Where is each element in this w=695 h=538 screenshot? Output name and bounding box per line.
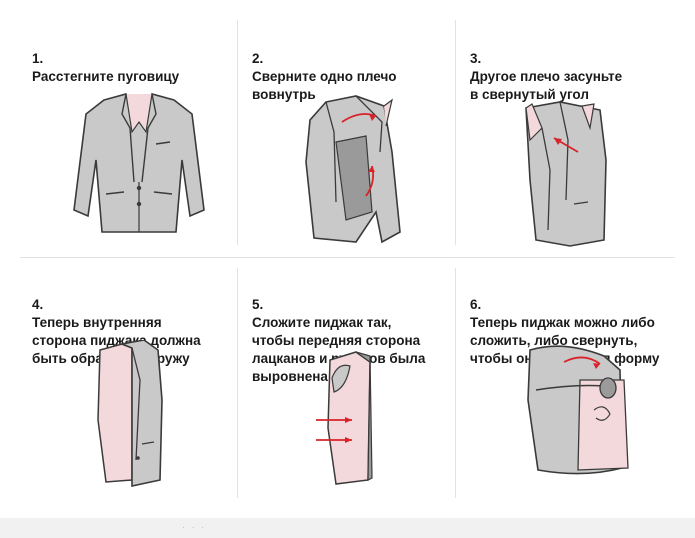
jacket-folded-illustration: [527, 345, 629, 475]
jacket-buttoned-illustration: [73, 93, 205, 233]
step-4-number: 4.: [32, 297, 44, 312]
footer-strip: · · ·: [0, 518, 695, 538]
divider-vertical-2: [455, 20, 456, 245]
step-3-panel: 3. Другое плечо засуньте в свернутый уго…: [470, 32, 695, 290]
step-3-text: Другое плечо засуньте в свернутый угол: [470, 69, 623, 102]
step-2-title: 2. Сверните одно плечо вовнутрь: [252, 32, 397, 104]
divider-vertical-1: [237, 20, 238, 245]
jacket-aligned-fold-illustration: [316, 351, 373, 485]
step-3-number: 3.: [470, 51, 482, 66]
step-4-panel: 4. Теперь внутренняя сторона пиджака дол…: [32, 278, 263, 536]
step-5-number: 5.: [252, 297, 264, 312]
step-1-title: 1. Расстегните пуговицу: [32, 32, 179, 86]
step-1-panel: 1. Расстегните пуговицу: [32, 32, 263, 290]
step-3-title: 3. Другое плечо засуньте в свернутый уго…: [470, 32, 622, 104]
step-2-text: Сверните одно плечо вовнутрь: [252, 69, 397, 102]
divider-horizontal: [20, 257, 675, 258]
step-6-number: 6.: [470, 297, 482, 312]
step-1-number: 1.: [32, 51, 44, 66]
step-2-panel: 2. Сверните одно плечо вовнутрь: [252, 32, 483, 290]
step-2-number: 2.: [252, 51, 264, 66]
footer-dots: · · ·: [182, 522, 206, 532]
divider-vertical-3: [237, 268, 238, 498]
divider-vertical-4: [455, 268, 456, 498]
jacket-shoulder-fold-illustration: [305, 95, 401, 244]
step-5-panel: 5. Сложите пиджак так, чтобы передняя ст…: [252, 278, 483, 536]
step-1-text: Расстегните пуговицу: [32, 69, 180, 84]
step-6-panel: 6. Теперь пиджак можно либо сложить, либ…: [470, 278, 695, 536]
jacket-shoulders-tucked-illustration: [525, 101, 607, 247]
jacket-inside-out-illustration: [97, 340, 163, 487]
